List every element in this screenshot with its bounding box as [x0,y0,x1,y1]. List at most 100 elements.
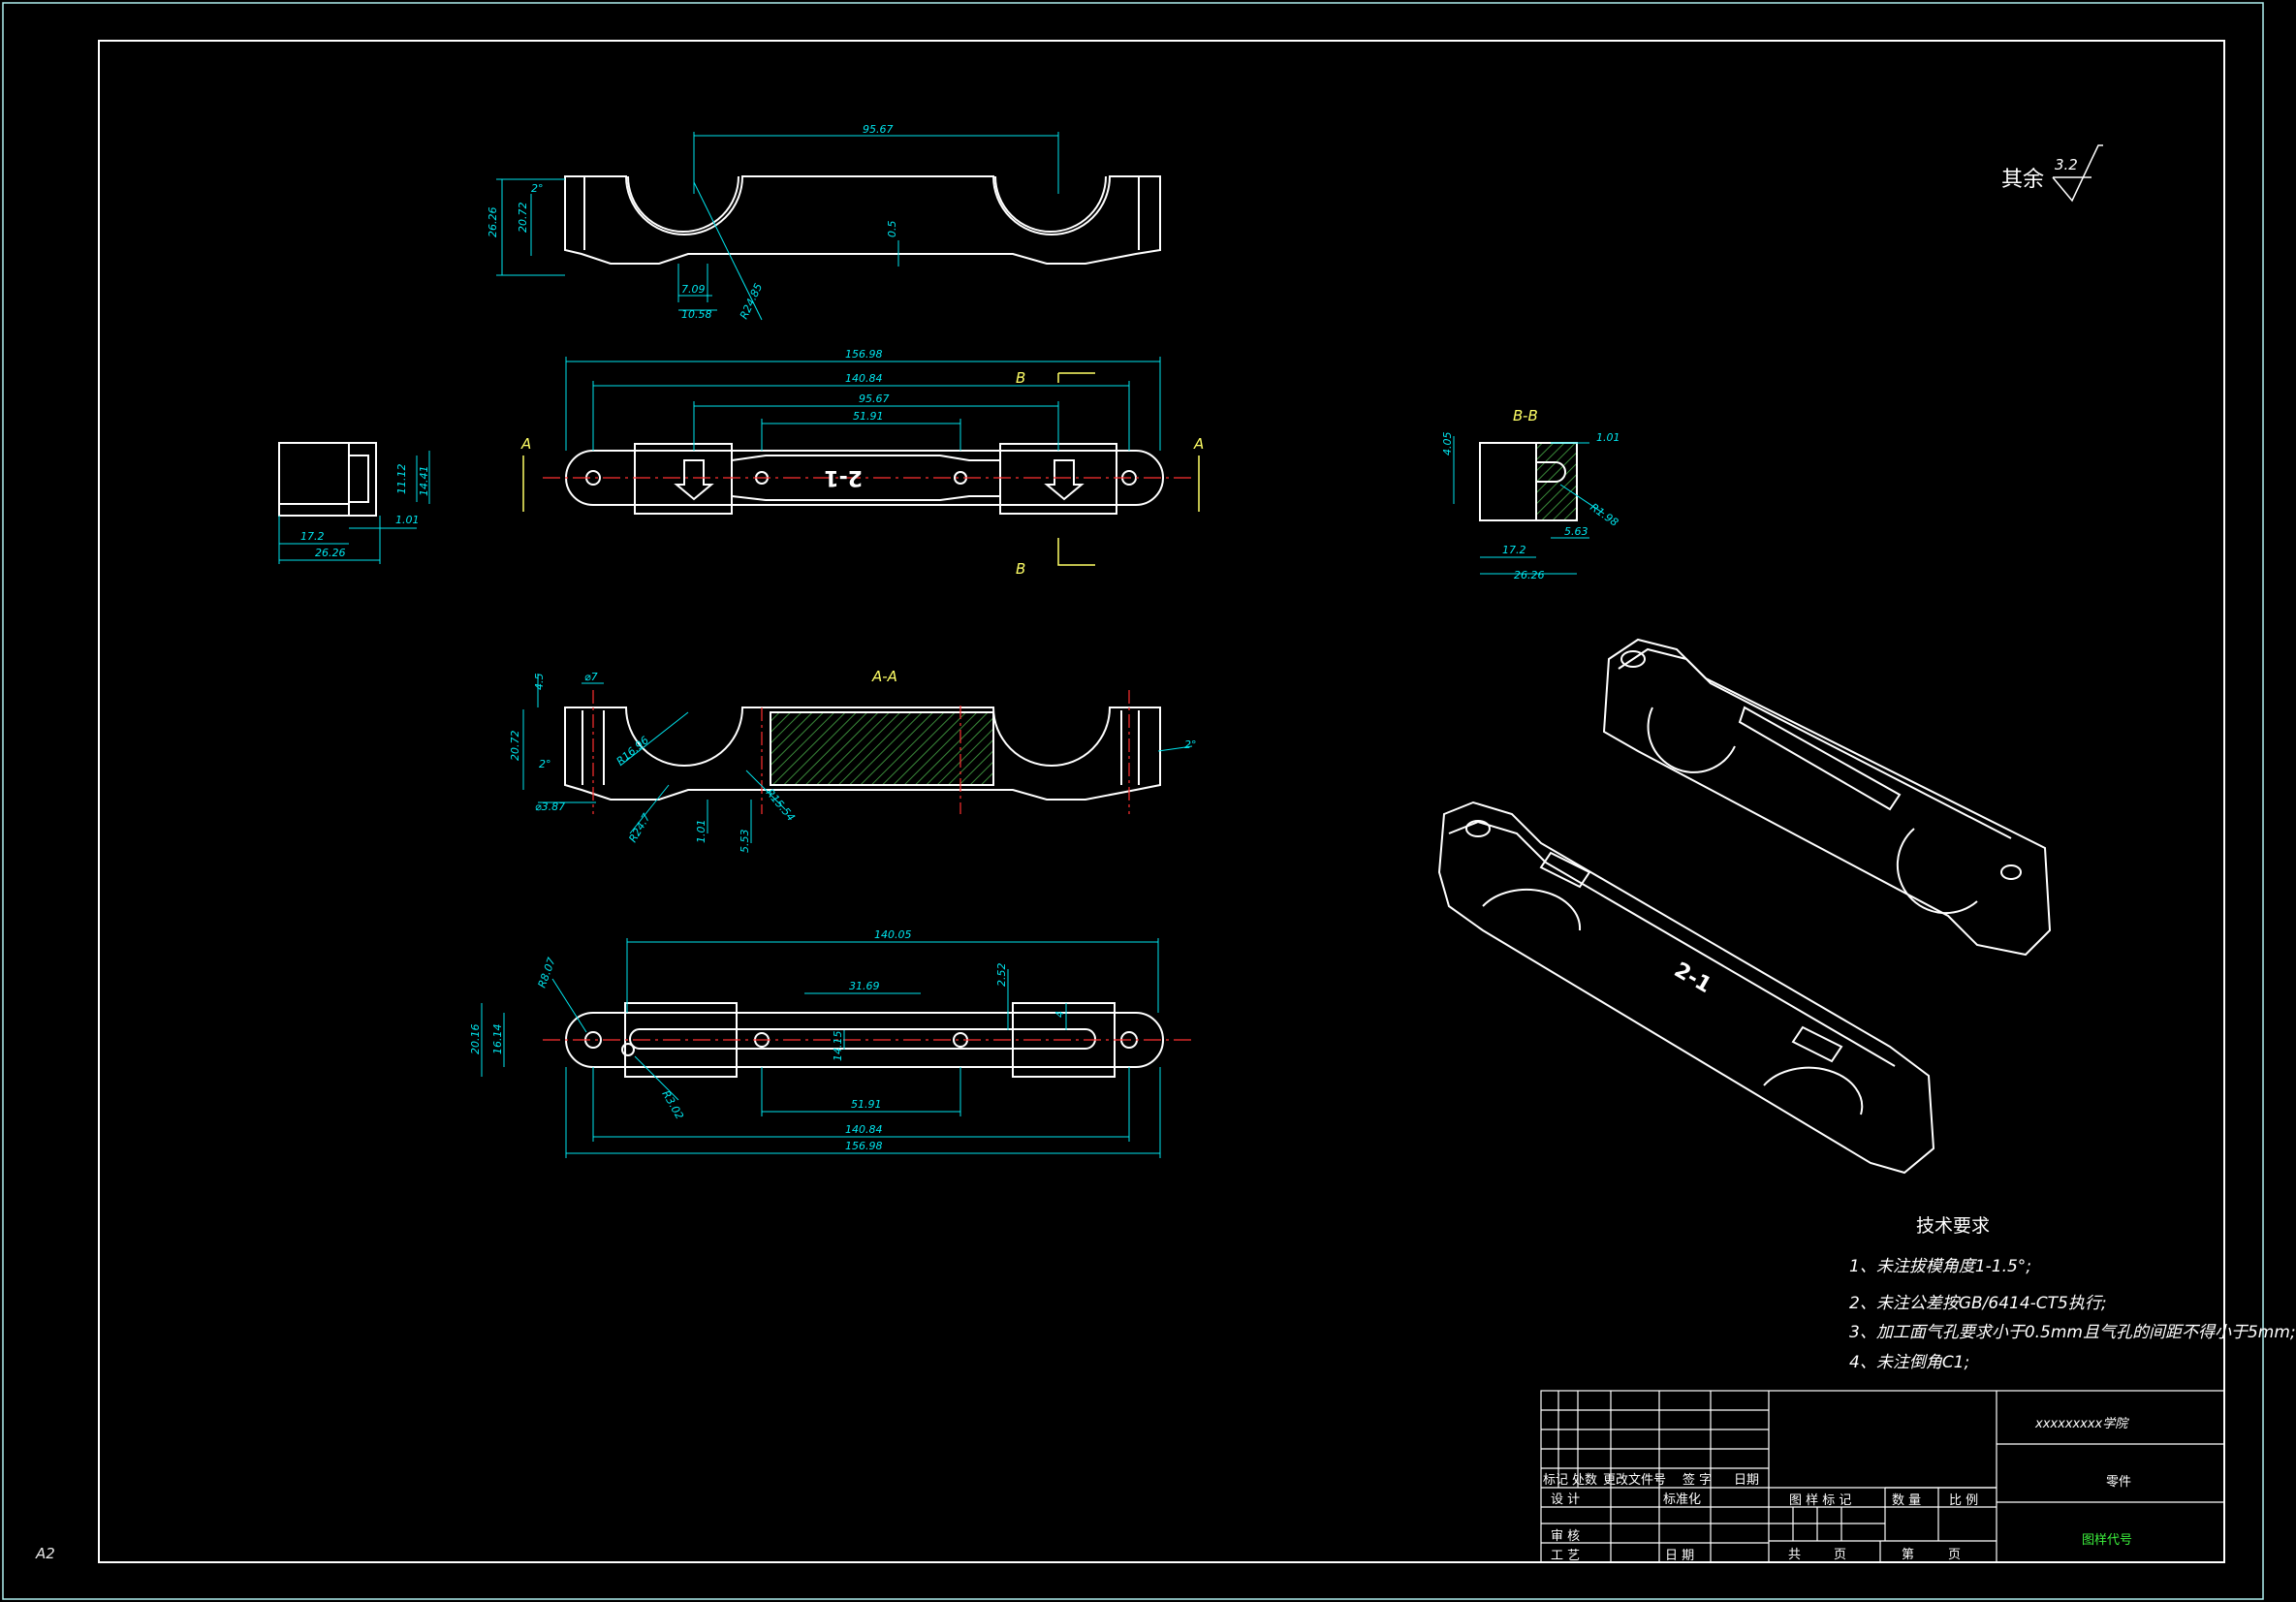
tech-req-item: 1、未注拔模角度1-1.5°; [1849,1257,2032,1276]
dim-text: ⌀3.87 [535,801,565,813]
dim-text: 26.26 [315,547,346,559]
dim-text: 5.53 [739,830,751,854]
part-label: 2-1 [824,465,863,489]
surface-finish-prefix: 其余 [2001,168,2044,192]
side-view-dims [278,451,430,564]
surface-finish-symbol [2052,144,2103,203]
rev-header: 标记 [1543,1473,1569,1488]
title-block [1540,1390,2225,1563]
top-view [564,175,1161,265]
section-bb [1479,442,1578,521]
design-label: 设 计 [1551,1492,1581,1507]
dim-text: 20.72 [517,203,529,234]
dim-text: 51.91 [853,410,884,423]
dim-text: R24.85 [738,281,765,321]
sheet-size-label: A2 [36,1545,55,1562]
section-cut-lines [522,372,1200,566]
dim-text: 51.91 [851,1098,882,1111]
surface-finish-ra: 3.2 [2055,156,2078,173]
iso-part-label: 2-1 [1670,958,1715,999]
isometric-view-2 [1437,801,1935,1175]
dim-text: 140.84 [845,372,883,385]
dim-text: 31.69 [849,980,880,992]
total-label: 共 [1788,1548,1802,1562]
top-view-dims [496,132,1059,321]
qty-label: 数 量 [1892,1493,1922,1508]
dim-text: 1.01 [695,820,708,844]
bottom-view-dims [481,938,1161,1158]
dim-text: 10.58 [681,308,712,321]
section-aa-title: A-A [871,668,897,685]
dim-text: ⌀7 [584,671,598,683]
section-aa-dims [522,674,1193,843]
process-label: 工 艺 [1551,1549,1581,1563]
section-bb-title: B-B [1513,407,1538,424]
dim-text: 11.12 [395,464,408,495]
side-view [278,442,377,517]
dim-text: 16.14 [491,1024,504,1055]
dim-text: R1.98 [1588,501,1620,529]
dim-text: 20.16 [469,1024,482,1055]
dim-text: 26.26 [1514,569,1545,581]
page2-label: 页 [1948,1548,1962,1562]
dim-text: R24.7 [626,811,652,844]
dim-text: 26.26 [487,207,499,238]
dim-text: 7.09 [681,283,706,296]
check-label: 审 核 [1551,1529,1581,1544]
dim-text: 17.2 [1502,544,1526,556]
dim-text: 0.5 [886,221,898,238]
dim-text: 4.05 [1441,432,1454,456]
date-label: 日 期 [1665,1549,1695,1563]
dim-text: 2° [539,758,551,770]
dim-text: 156.98 [845,348,883,361]
section-mark-a-left: A [520,435,531,453]
dim-text: 4 [1054,1011,1066,1018]
dim-text: 14.15 [832,1031,844,1062]
section-mark-b-bottom: B [1016,560,1025,578]
dim-text: 17.2 [300,530,325,543]
inner-frame [98,40,2225,1563]
section-aa [564,707,1161,801]
section-aa-centerlines [592,690,1130,814]
section-mark-b-top: B [1016,369,1025,387]
isometric-view-1 [1602,638,2052,957]
tech-req-title: 技术要求 [1916,1215,1991,1237]
dim-text: 1.01 [1596,431,1620,444]
section-bb-dims [1453,436,1605,575]
drawing-number: 图样代号 [2082,1533,2133,1548]
plan-view-dims [565,357,1161,451]
tech-req-item: 2、未注公差按GB/6414-CT5执行; [1849,1294,2107,1313]
rev-header: 签 字 [1683,1473,1713,1488]
dim-text: 140.84 [845,1123,883,1136]
dim-text: R8.07 [536,956,558,989]
scale-label: 比 例 [1949,1493,1979,1508]
dim-text: 95.67 [859,393,890,405]
rev-header: 日期 [1734,1473,1760,1488]
rev-header: 处数 [1572,1473,1598,1488]
page-label: 页 [1834,1548,1847,1562]
plan-view [565,443,1164,515]
rev-header: 更改文件号 [1603,1473,1667,1488]
dim-text: 20.72 [509,731,521,762]
dim-text: 5.63 [1564,525,1588,538]
dim-text: 95.67 [863,123,894,136]
school-name: xxxxxxxxx学院 [2035,1417,2128,1431]
standardize-label: 标准化 [1663,1492,1702,1507]
dim-text: 2° [1184,738,1197,751]
dim-text: 156.98 [845,1140,883,1152]
dim-text: 2° [531,182,544,195]
tech-req-item: 4、未注倒角C1; [1849,1353,1970,1372]
section-mark-a-right: A [1193,435,1204,453]
dim-text: 140.05 [874,928,912,941]
part-name: 零件 [2106,1475,2132,1490]
mark-label: 图 样 标 记 [1789,1493,1852,1508]
dim-text: R15.54 [764,787,798,824]
dim-text: R3.02 [659,1088,685,1121]
dim-text: 1.01 [395,514,420,526]
dim-text: 14.41 [418,466,430,497]
tech-req-item: 3、加工面气孔要求小于0.5mm且气孔的间距不得小于5mm; [1849,1323,2296,1342]
dim-text: 2.52 [995,963,1008,988]
dim-text: 4.5 [533,674,546,691]
